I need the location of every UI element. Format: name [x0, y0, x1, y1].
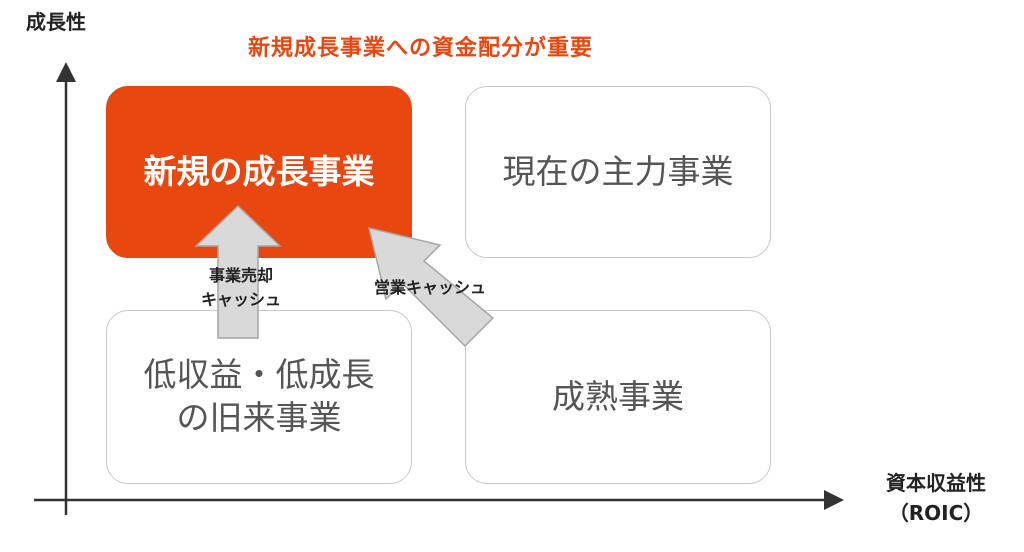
x-axis-label: 資本収益性 （ROIC）	[866, 468, 1006, 528]
headline: 新規成長事業への資金配分が重要	[248, 36, 594, 61]
operating-cash-label: 営業キャッシュ	[373, 278, 486, 297]
sale-cash-arrow	[194, 204, 282, 339]
quadrant-label: 新規の成長事業	[143, 151, 375, 191]
x-axis-label-line2: （ROIC）	[888, 501, 984, 525]
quadrant-mature-business: 成熟事業	[465, 310, 771, 484]
quadrant-label: 低収益・低成長 の旧来事業	[143, 355, 375, 437]
quadrant-legacy-business: 低収益・低成長 の旧来事業	[106, 310, 412, 484]
x-axis-label-line1: 資本収益性	[886, 471, 986, 495]
quadrant-current-core-business: 現在の主力事業	[465, 86, 771, 258]
y-axis-label: 成長性	[26, 10, 86, 34]
operating-cash-arrow	[367, 226, 495, 348]
sale-cash-label: 事業売却 キャッシュ	[200, 266, 281, 309]
quadrant-label: 現在の主力事業	[502, 151, 734, 191]
quadrant-label: 成熟事業	[552, 376, 684, 416]
